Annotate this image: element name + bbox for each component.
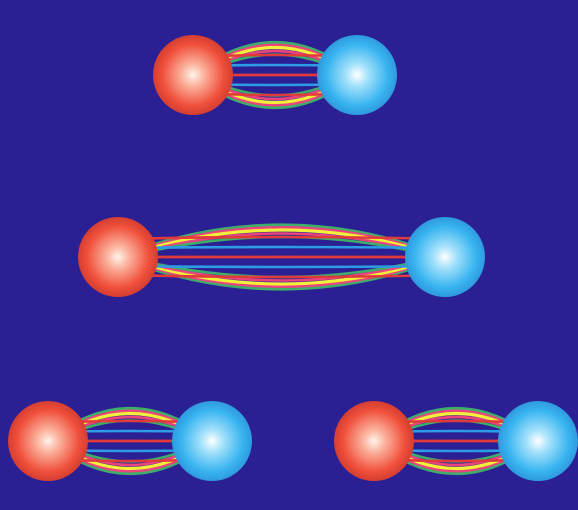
quark-red-ball [8, 401, 88, 481]
quark-pair-top [153, 35, 397, 115]
quark-pair-middle [78, 217, 485, 297]
flux-string-inner-3 [117, 264, 446, 269]
flux-string-inner-1 [117, 245, 446, 250]
antiquark-blue-ball [317, 35, 397, 115]
quark-red-ball [153, 35, 233, 115]
quark-red-ball [78, 217, 158, 297]
flux-string-inner-4 [117, 273, 446, 279]
antiquark-blue-ball [172, 401, 252, 481]
quark-pair-bottom-right [334, 401, 578, 481]
quark-pairs [8, 35, 578, 481]
quark-pair-bottom-left [8, 401, 252, 481]
antiquark-blue-ball [498, 401, 578, 481]
flux-string-inner-0 [117, 235, 446, 241]
antiquark-blue-ball [405, 217, 485, 297]
quark-red-ball [334, 401, 414, 481]
